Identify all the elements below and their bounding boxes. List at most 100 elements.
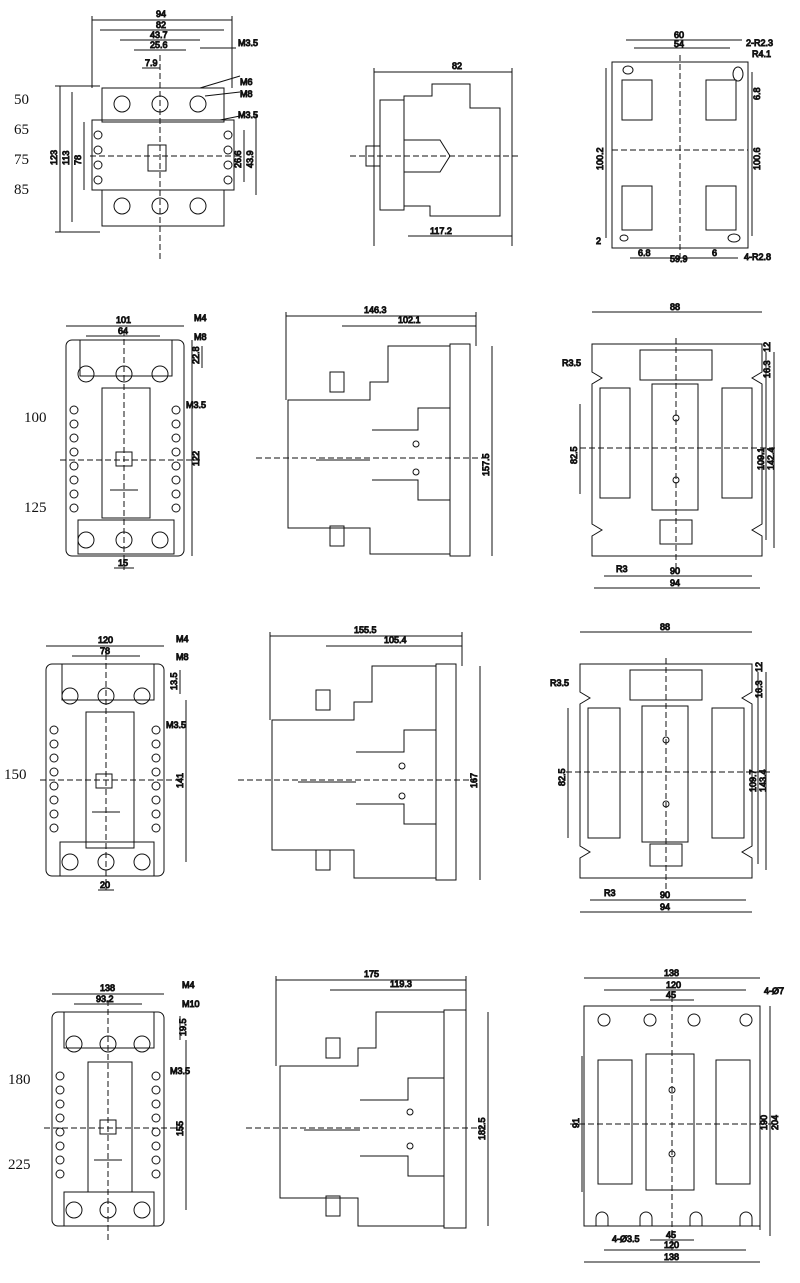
r-3-5-r3: R3.5 [550, 678, 569, 688]
holes-4-d3-5: 4-Ø3.5 [612, 1234, 640, 1244]
front-view-1 [55, 16, 257, 260]
dim-82-5-r3: 82.5 [557, 768, 567, 786]
dim-26-6: 26.6 [233, 150, 243, 168]
dim-94-r3: 94 [660, 902, 670, 912]
rating-50: 50 [14, 92, 29, 108]
dim-88-r2: 88 [670, 302, 680, 312]
front-view-2 [60, 325, 203, 570]
dim-82: 82 [156, 20, 166, 30]
screw-m8-r3: M8 [176, 652, 189, 662]
dim-120-bottom: 120 [664, 1240, 679, 1250]
dim-146-3: 146.3 [364, 305, 387, 315]
dim-120-top: 120 [666, 980, 681, 990]
dim-100-2: 100.2 [595, 147, 605, 170]
rating-150: 150 [4, 767, 27, 783]
rating-180: 180 [8, 1072, 31, 1088]
dim-155: 155 [175, 1121, 185, 1136]
dim-91: 91 [571, 1118, 581, 1128]
terminal-column-right-3 [151, 725, 161, 833]
dim-109-7: 109.7 [748, 769, 758, 792]
dim-157-5: 157.5 [481, 453, 491, 476]
dim-82-side: 82 [452, 61, 462, 71]
dim-90-r2: 90 [670, 566, 680, 576]
dim-43-9: 43.9 [245, 150, 255, 168]
screw-m8-r2: M8 [194, 332, 207, 342]
side-view-4 [246, 976, 489, 1229]
dim-16-3-r3: 16.3 [754, 680, 764, 698]
dim-6: 6 [712, 248, 717, 258]
dim-119-3: 119.3 [390, 979, 412, 989]
front-view-4 [44, 993, 187, 1240]
dim-19-5: 19.5 [178, 1018, 188, 1036]
terminal-column-right-4 [151, 1071, 161, 1179]
dim-142-4: 142.4 [766, 447, 776, 470]
dim-6-8: 6.8 [752, 87, 762, 100]
rating-100: 100 [24, 410, 47, 426]
rating-225: 225 [8, 1157, 31, 1173]
dim-12-r2: 12 [762, 342, 772, 352]
rating-65: 65 [14, 122, 29, 138]
rating-125: 125 [24, 500, 47, 516]
dim-141: 141 [175, 773, 185, 788]
dim-113: 113 [61, 151, 71, 165]
side-view-2 [256, 312, 493, 557]
terminal-column-left [69, 405, 79, 513]
dim-138-r4: 138 [100, 983, 115, 993]
screw-m3-5-r2: M3.5 [186, 400, 206, 410]
mount-view-3 [566, 631, 770, 913]
screw-m3-5-r3: M3.5 [166, 720, 186, 730]
dim-13-5: 13.5 [169, 672, 179, 690]
dim-100-6: 100.6 [752, 147, 762, 170]
dim-94-r2: 94 [670, 578, 680, 588]
rating-75: 75 [14, 152, 29, 168]
screw-m3-5-side: M3.5 [238, 110, 258, 120]
r-4-1: R4.1 [752, 49, 771, 59]
dim-138-top: 138 [664, 968, 679, 978]
dim-122: 122 [191, 451, 201, 466]
dim-182-5: 182.5 [477, 1117, 487, 1140]
r-3-5-r2: R3.5 [562, 358, 581, 368]
dim-7-9: 7.9 [145, 58, 158, 68]
hole-4-r2-8: 4-R2.8 [744, 252, 771, 262]
screw-m10: M10 [182, 999, 200, 1009]
mount-view-4 [570, 977, 776, 1263]
holes-4-d7: 4-Ø7 [764, 986, 784, 996]
terminal-column-left-3 [49, 725, 59, 833]
mount-view-1 [605, 39, 753, 260]
dim-45-top: 45 [666, 990, 676, 1000]
dim-88-r3: 88 [660, 622, 670, 632]
dim-138-bottom: 138 [664, 1252, 679, 1262]
dim-109-1: 109.1 [756, 447, 766, 470]
dim-16-3-r2: 16.3 [762, 360, 772, 378]
screw-m3-5-top: M3.5 [238, 38, 258, 48]
dim-64: 64 [118, 326, 128, 336]
side-view-1 [350, 68, 520, 246]
terminal-column-left-4 [55, 1071, 65, 1179]
dim-101: 101 [116, 315, 131, 325]
screw-m3-5-r4: M3.5 [170, 1066, 190, 1076]
screw-m4-r2: M4 [194, 313, 207, 323]
dim-143-4: 143.4 [758, 769, 768, 792]
r-3-r3: R3 [604, 888, 616, 898]
dim-20: 20 [100, 880, 110, 890]
dim-175: 175 [364, 969, 379, 979]
r-3-r2: R3 [616, 564, 628, 574]
rating-85: 85 [14, 182, 29, 198]
dim-105-4: 105.4 [384, 635, 407, 645]
dim-94: 94 [156, 9, 166, 19]
dim-54: 54 [674, 39, 684, 49]
screw-m4-r3: M4 [176, 634, 189, 644]
dim-45-bottom: 45 [666, 1230, 676, 1240]
hole-2-r2-3: 2-R2.3 [746, 38, 773, 48]
dim-93-2: 93.2 [96, 994, 114, 1004]
dim-60: 60 [674, 30, 684, 40]
dim-22-8: 22.8 [191, 346, 201, 364]
dim-12-r3: 12 [754, 662, 764, 672]
dim-43-7: 43.7 [150, 30, 168, 40]
dim-167: 167 [469, 773, 479, 788]
dim-123: 123 [49, 150, 59, 165]
dim-59-9: 59.9 [670, 254, 688, 264]
